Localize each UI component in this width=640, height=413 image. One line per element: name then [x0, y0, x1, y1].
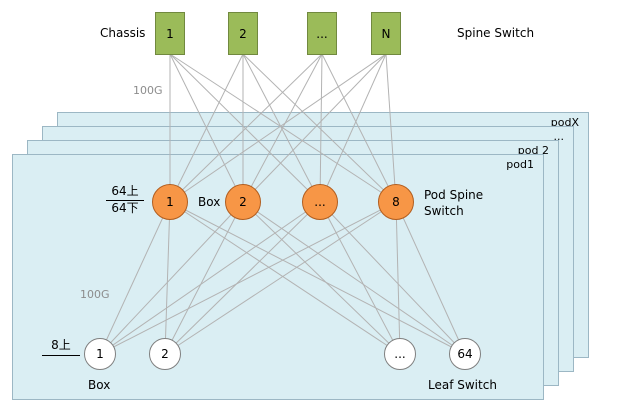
leaf-switch-title: Leaf Switch — [428, 378, 497, 392]
spine-switch-2: 2 — [228, 12, 258, 55]
pod-spine-node-ellipsis-label: ... — [314, 195, 326, 209]
leaf-node-1: 1 — [84, 338, 116, 370]
leaf-node-2: 2 — [149, 338, 181, 370]
pod-label-podX: podX — [550, 116, 579, 129]
pod-label-ellipsis: ... — [553, 130, 565, 143]
leaf-box-label: Box — [88, 378, 111, 392]
leaf-node-2-label: 2 — [161, 347, 169, 361]
leaf-uplink-ratio: 8上 — [42, 336, 80, 356]
pod-spine-uplink-count: 64上 — [106, 184, 144, 201]
pod-spine-node-1-label: 1 — [166, 195, 174, 209]
pod-spine-node-1: 1 — [152, 184, 188, 220]
pod-label-pod1: pod1 — [506, 158, 534, 171]
spine-switch-1: 1 — [155, 12, 185, 55]
leaf-uplink-count: 8上 — [42, 336, 80, 356]
leaf-node-ellipsis-label: ... — [394, 347, 406, 361]
pod-spine-box-label: Box — [198, 195, 221, 209]
chassis-label: Chassis — [100, 26, 146, 40]
pod-spine-node-2-label: 2 — [239, 195, 247, 209]
pod-spine-port-ratio: 64上 64下 — [104, 184, 146, 216]
downlink-speed-label: 100G — [80, 288, 110, 301]
leaf-node-64-label: 64 — [457, 347, 473, 361]
spine-switch-ellipsis: ... — [307, 12, 337, 55]
spine-switch-n: N — [371, 12, 401, 55]
uplink-speed-label: 100G — [133, 84, 163, 97]
spine-switch-ellipsis-label: ... — [316, 26, 328, 41]
leaf-node-64: 64 — [449, 338, 481, 370]
pod-spine-node-8: 8 — [378, 184, 414, 220]
pod-spine-title: Pod Spine Switch — [424, 188, 484, 218]
spine-switch-title: Spine Switch — [457, 26, 535, 40]
spine-switch-2-label: 2 — [239, 26, 247, 41]
spine-switch-n-label: N — [381, 26, 391, 41]
leaf-node-1-label: 1 — [96, 347, 104, 361]
pod-label-pod2: pod 2 — [517, 144, 549, 157]
pod-spine-node-8-label: 8 — [392, 195, 400, 209]
pod-spine-downlink-count: 64下 — [111, 201, 139, 215]
spine-switch-1-label: 1 — [166, 26, 174, 41]
pod-spine-node-2: 2 — [225, 184, 261, 220]
leaf-node-ellipsis: ... — [384, 338, 416, 370]
pod-spine-node-ellipsis: ... — [302, 184, 338, 220]
